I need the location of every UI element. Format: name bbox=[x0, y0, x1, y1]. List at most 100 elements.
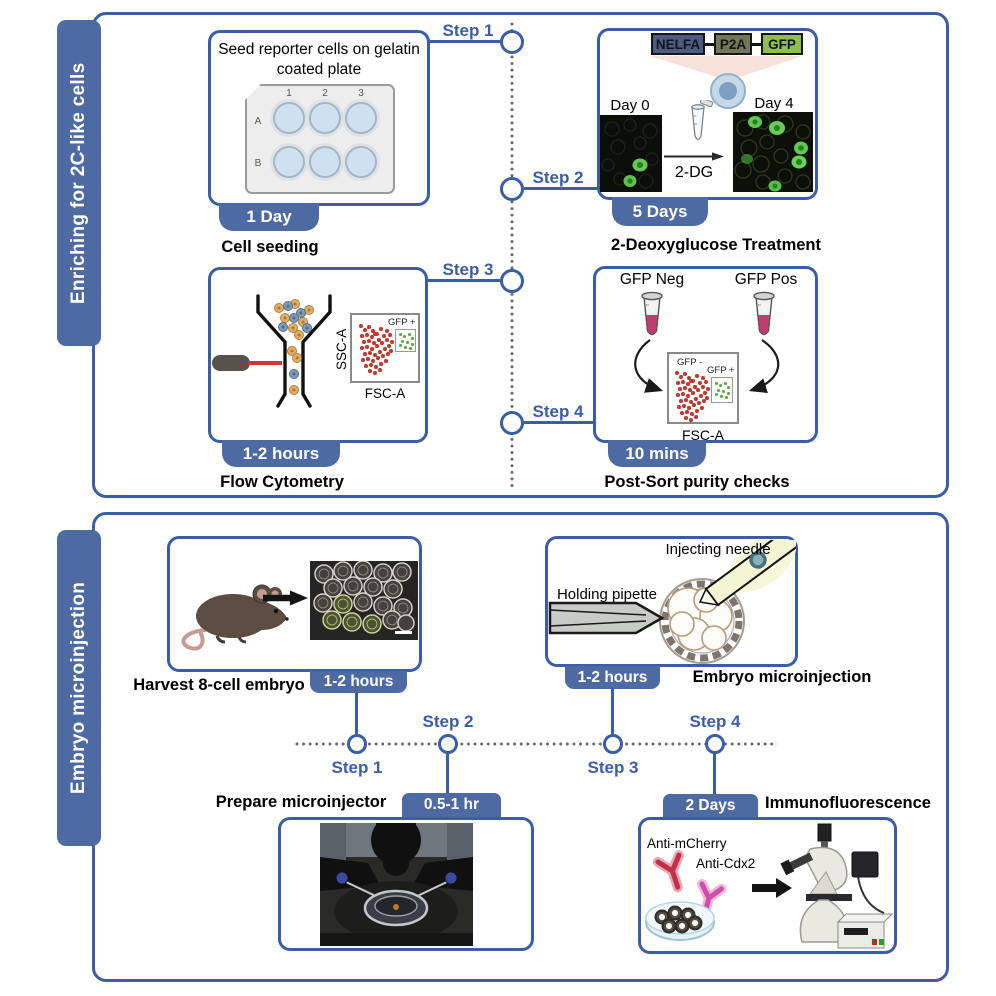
if-caption: Immunofluorescence bbox=[765, 794, 931, 812]
step4-label: Step 4 bbox=[532, 402, 584, 421]
sorter-funnel-icon bbox=[255, 293, 333, 413]
timeline-node-step1 bbox=[500, 30, 524, 54]
timeline-node-step2 bbox=[500, 177, 524, 201]
step2-label: Step 2 bbox=[532, 168, 584, 187]
gfp-neg-tube-icon bbox=[641, 290, 663, 340]
step3-label: Step 3 bbox=[442, 260, 494, 279]
plate-col-3: 3 bbox=[358, 88, 364, 99]
flow-plot-xlabel: FSC-A bbox=[364, 386, 406, 401]
injecting-needle-label: Injecting needle bbox=[665, 541, 771, 558]
construct-p2a: P2A bbox=[714, 33, 752, 55]
if-duration-badge: 2 Days bbox=[663, 794, 758, 817]
flow-plot-ylabel: SSC-A bbox=[334, 328, 349, 370]
flow-duration-badge: 1-2 hours bbox=[222, 440, 340, 467]
anti-mcherry-label: Anti-mCherry bbox=[647, 836, 727, 851]
connector-bstep4 bbox=[713, 753, 716, 794]
bstep4-label: Step 4 bbox=[689, 712, 741, 731]
sort-duration-badge: 10 mins bbox=[608, 440, 706, 467]
connector-step3 bbox=[427, 279, 500, 282]
day4-label: Day 4 bbox=[754, 95, 794, 112]
flow-negative-population-dots bbox=[359, 324, 363, 328]
well-a2 bbox=[309, 102, 341, 134]
gfp-pos-label: GFP Pos bbox=[734, 271, 798, 288]
bstep3-label: Step 3 bbox=[587, 758, 639, 777]
well-b2 bbox=[309, 146, 341, 178]
gfp-pos-tube-icon bbox=[753, 290, 775, 340]
if-scene bbox=[642, 822, 894, 952]
dg-caption: 2-Deoxyglucose Treatment bbox=[611, 236, 821, 254]
enrichment-timeline bbox=[510, 22, 514, 490]
flow-caption: Flow Cytometry bbox=[220, 473, 344, 491]
well-a3 bbox=[345, 102, 377, 134]
flow-positive-population-dots bbox=[399, 333, 403, 337]
reporter-cell-nucleus bbox=[719, 82, 737, 100]
timeline-node-bstep3 bbox=[603, 734, 623, 754]
plate-col-2: 2 bbox=[322, 88, 328, 99]
reporter-construct: NELFA P2A GFP bbox=[637, 33, 817, 55]
laser-icon bbox=[212, 355, 250, 371]
cell-seeding-duration-badge: 1 Day bbox=[219, 203, 319, 231]
reagent-tube-icon bbox=[686, 98, 714, 146]
connector-bstep1 bbox=[355, 692, 358, 734]
flow-gate-label: GFP + bbox=[388, 317, 416, 328]
anti-cdx2-label: Anti-Cdx2 bbox=[696, 856, 756, 871]
sort-pos-label: GFP + bbox=[707, 365, 735, 376]
connector-bstep3 bbox=[611, 688, 614, 734]
plate-row-a: A bbox=[254, 116, 262, 127]
harvest-caption: Harvest 8-cell embryo bbox=[133, 676, 305, 694]
holding-pipette-label: Holding pipette bbox=[556, 586, 658, 603]
construct-gfp: GFP bbox=[761, 33, 803, 55]
dg-duration-badge: 5 Days bbox=[612, 197, 708, 226]
injection-duration-badge: 1-2 hours bbox=[565, 666, 660, 689]
timeline-node-bstep2 bbox=[438, 734, 458, 754]
connector-step4 bbox=[524, 421, 594, 424]
prepare-duration-badge: 0.5-1 hr bbox=[402, 793, 501, 817]
injection-caption: Embryo microinjection bbox=[692, 668, 872, 686]
sort-gfp-gate bbox=[711, 377, 733, 403]
microinjection-panel-tab: Embryo microinjection bbox=[57, 530, 101, 846]
day0-label: Day 0 bbox=[610, 97, 650, 114]
construct-linker-1 bbox=[705, 42, 714, 46]
plate-row-b: B bbox=[254, 158, 262, 169]
sort-arrows bbox=[610, 338, 810, 402]
dg-arrow-icon bbox=[664, 152, 724, 161]
harvest-duration-badge: 1-2 hours bbox=[310, 671, 407, 693]
flow-scatter-plot: GFP + bbox=[350, 313, 420, 383]
well-b1 bbox=[273, 146, 305, 178]
day0-microscopy-image bbox=[600, 115, 662, 192]
embryo-cluster-image bbox=[310, 560, 418, 640]
sort-plot-xlabel: FSC-A bbox=[682, 427, 724, 443]
plate-col-1: 1 bbox=[286, 88, 292, 99]
sort-caption: Post-Sort purity checks bbox=[604, 473, 790, 491]
flow-gfp-gate bbox=[395, 329, 416, 352]
six-well-plate bbox=[245, 84, 395, 194]
connector-step2 bbox=[524, 187, 598, 190]
bstep2-label: Step 2 bbox=[422, 712, 474, 731]
connector-step1 bbox=[428, 40, 500, 43]
mouse-icon bbox=[175, 568, 295, 653]
sort-scatter-plot: GFP - GFP + bbox=[667, 352, 739, 424]
gfp-neg-label: GFP Neg bbox=[619, 271, 685, 288]
timeline-node-bstep1 bbox=[347, 734, 367, 754]
connector-bstep2 bbox=[446, 753, 449, 794]
sort-neg-label: GFP - bbox=[677, 357, 703, 368]
well-a1 bbox=[273, 102, 305, 134]
laser-beam bbox=[248, 361, 282, 365]
construct-linker-2 bbox=[752, 42, 761, 46]
injection-scene bbox=[548, 522, 808, 664]
well-b3 bbox=[345, 146, 377, 178]
sort-positive-population-dots bbox=[715, 382, 719, 386]
dg-arrow-label: 2-DG bbox=[674, 164, 714, 181]
sort-negative-population-dots bbox=[675, 371, 679, 375]
timeline-node-bstep4 bbox=[705, 734, 725, 754]
microinjector-photo bbox=[320, 815, 473, 946]
enrichment-panel-tab: Enriching for 2C-like cells bbox=[57, 20, 101, 346]
step1-label: Step 1 bbox=[442, 21, 494, 40]
microinjection-timeline bbox=[295, 742, 777, 746]
day4-microscopy-image bbox=[733, 112, 813, 192]
timeline-node-step4 bbox=[500, 411, 524, 435]
construct-nelfa: NELFA bbox=[651, 33, 705, 55]
prepare-caption: Prepare microinjector bbox=[215, 793, 387, 811]
timeline-node-step3 bbox=[500, 269, 524, 293]
